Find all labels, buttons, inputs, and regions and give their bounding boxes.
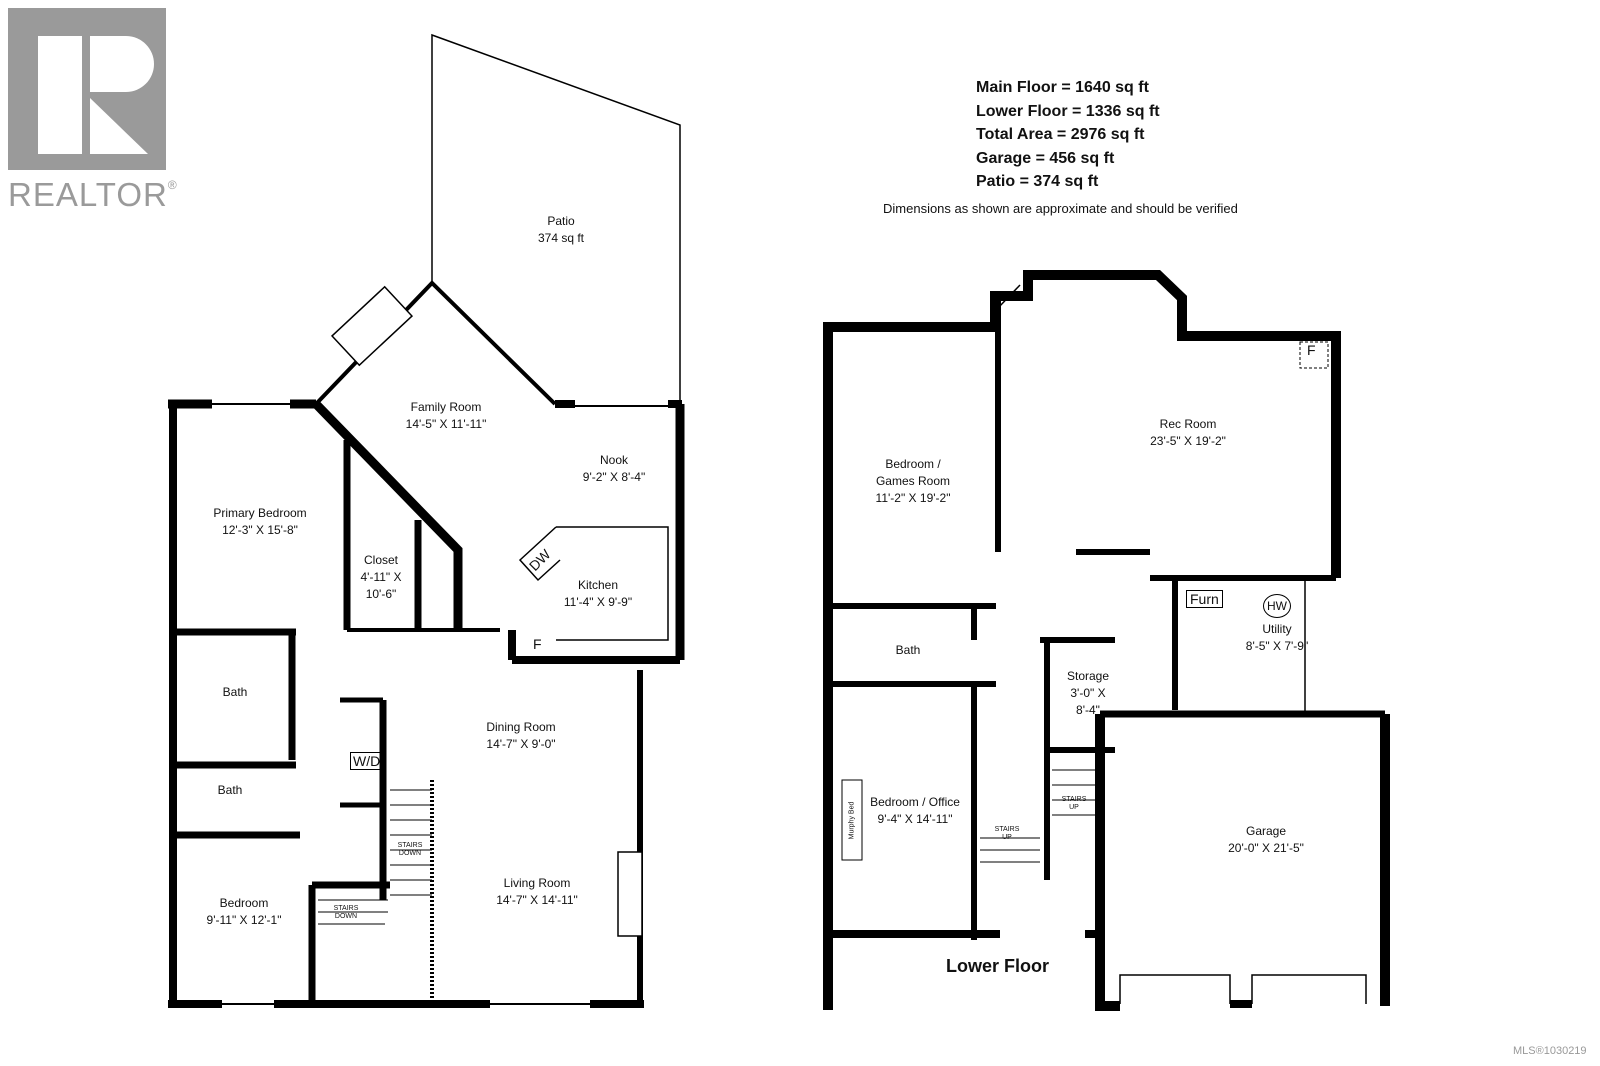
lower-floor-area: Lower Floor = 1336 sq ft [976,102,1160,120]
washer-dryer-icon: W/D [350,752,384,770]
realtor-r-logo-icon [8,8,166,170]
stairs-down-label-1: STAIRS DOWN [397,842,423,857]
fridge-icon: F [533,636,542,652]
disclaimer: Dimensions as shown are approximate and … [883,201,1238,216]
realtor-wordmark: REALTOR® [8,176,178,213]
furnace-icon: Furn [1186,590,1223,608]
stairs-down-label-2: STAIRS DOWN [333,905,359,920]
room-label-bath-2: Bath [217,783,243,797]
fridge-icon-lower: F [1307,342,1316,358]
lower-floor-title: Lower Floor [946,956,1049,976]
realtor-logo: REALTOR® [8,8,177,213]
room-label-bath-1: Bath [222,685,248,699]
total-area: Total Area = 2976 sq ft [976,126,1145,143]
mls-number: MLS®1030219 [1513,1045,1587,1057]
area-summary: Main Floor = 1640 sq ft Lower Floor = 13… [976,76,1160,194]
patio-area: Patio = 374 sq ft [976,173,1099,190]
hot-water-tank-icon: HW [1263,594,1291,618]
room-label-bath-lower: Bath [895,643,921,657]
murphy-bed-label: Murphy Bed [848,801,856,840]
garage-area: Garage = 456 sq ft [976,149,1115,167]
stairs-up-label-1: STAIRS UP [994,826,1020,841]
main-floor-area: Main Floor = 1640 sq ft [976,79,1149,96]
stairs-up-label-2: STAIRS UP [1061,796,1087,811]
